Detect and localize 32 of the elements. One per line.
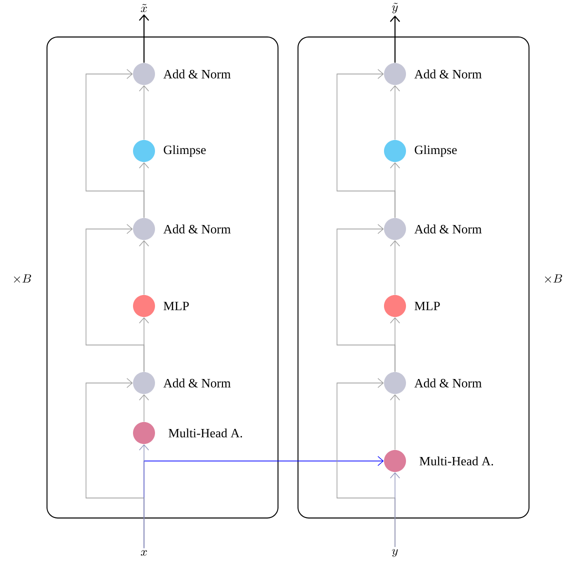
- variable-symbol: $\tilde{y}$: [392, 2, 398, 14]
- layer-label: Add & Norm: [414, 70, 482, 78]
- arrow: [138, 14, 150, 63]
- skip-connection-arrow: [86, 69, 144, 218]
- layer-label: Add & Norm: [163, 224, 231, 234]
- skip-connection-arrow: [336, 69, 396, 218]
- arrow: [390, 472, 400, 548]
- layer-label: MLP: [164, 302, 189, 310]
- repeat-label: $\times B$: [545, 274, 562, 283]
- variable-symbol: $x$: [140, 550, 147, 556]
- skip-connection-arrow: [336, 224, 396, 372]
- arrow: [139, 394, 149, 422]
- layer-label: Add & Norm: [414, 224, 482, 234]
- variable-symbol: $y$: [392, 549, 398, 557]
- layer-label: Add & Norm: [163, 378, 231, 388]
- arrow: [390, 394, 400, 450]
- layer-label: Add & Norm: [163, 70, 231, 78]
- layer-label: Glimpse: [164, 145, 206, 157]
- repeat-label: $\times B$: [14, 274, 32, 283]
- layer-label: Multi-Head A.: [168, 428, 242, 438]
- layer-label: MLP: [414, 302, 440, 310]
- arrow: [390, 15, 400, 63]
- arrow: [390, 85, 400, 140]
- arrow: [139, 240, 149, 296]
- skip-connection-arrow: [86, 224, 144, 372]
- variable-symbol: $\tilde{x}$: [140, 4, 147, 12]
- layer-label: Multi-Head A.: [420, 456, 494, 466]
- arrow: [139, 444, 149, 548]
- layer-label: Add & Norm: [414, 378, 482, 388]
- layer-label: Glimpse: [414, 145, 457, 157]
- arrow: [139, 85, 149, 140]
- arrow: [390, 240, 400, 296]
